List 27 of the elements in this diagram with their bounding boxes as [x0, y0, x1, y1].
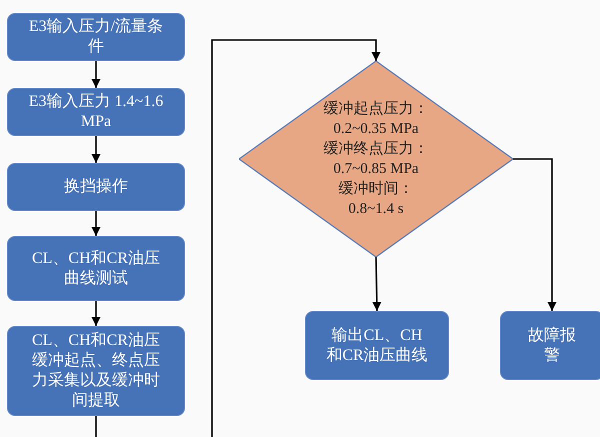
process-box — [7, 13, 185, 61]
process-box — [500, 311, 600, 380]
process-box — [7, 163, 185, 211]
process-text: CL、CH和CR油压缓冲起点、终点压力采集以及缓冲时间提取 — [30, 331, 161, 411]
process-text: 故障报警 — [527, 326, 577, 366]
condition-text: 0.7~0.85 MPa — [333, 160, 419, 179]
condition-text: 0.8~1.4 s — [348, 200, 404, 219]
arrow — [92, 301, 100, 326]
process-text: E3输入压力 1.4~1.6 MPa — [28, 92, 164, 132]
process-text: CL、CH和CR油压曲线测试 — [30, 248, 161, 288]
arrow — [92, 136, 100, 163]
process-box — [7, 326, 185, 416]
process-box — [305, 311, 449, 380]
arrow — [92, 211, 100, 236]
condition-text: 缓冲起点压力： — [324, 100, 428, 119]
process-text: 输出CL、CH和CR油压曲线 — [326, 326, 428, 366]
process-text: E3输入压力/流量条件 — [28, 17, 164, 57]
arrow — [92, 61, 100, 88]
arrow — [372, 256, 382, 312]
process-box — [7, 236, 185, 301]
condition-text: 缓冲时间： — [338, 180, 414, 199]
arrow — [513, 158, 556, 311]
arrow — [95, 39, 380, 437]
process-text: 换挡操作 — [64, 177, 128, 197]
condition-text: 缓冲终点压力： — [324, 140, 428, 159]
process-box — [7, 88, 185, 136]
condition-text: 0.2~0.35 MPa — [333, 120, 419, 139]
